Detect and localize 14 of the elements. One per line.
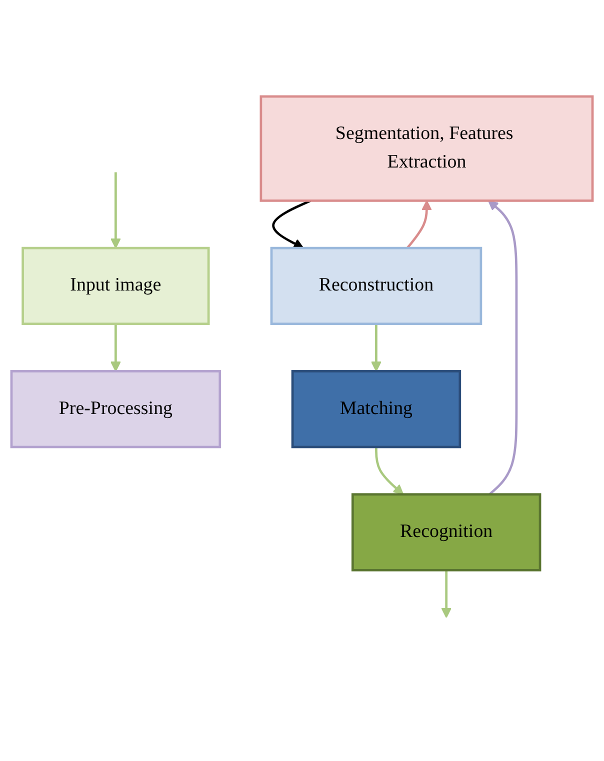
node-box	[22, 246, 210, 325]
node-box	[270, 246, 482, 325]
node-box	[351, 493, 542, 572]
node-box	[10, 370, 222, 448]
arrow	[272, 199, 312, 248]
arrow	[441, 570, 452, 618]
arrow	[488, 200, 518, 496]
node-box	[291, 370, 462, 448]
node-box	[260, 95, 594, 202]
arrow	[110, 172, 121, 248]
arrow	[110, 324, 121, 372]
arrow	[406, 200, 432, 249]
arrow	[371, 324, 382, 372]
arrow	[375, 446, 404, 495]
